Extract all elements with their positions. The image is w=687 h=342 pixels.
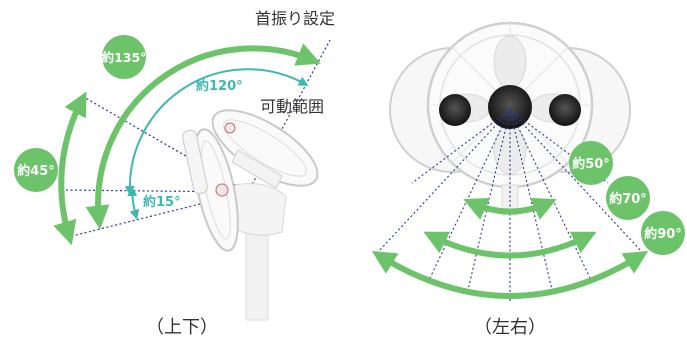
arc-120	[124, 68, 309, 196]
arc-15	[127, 186, 140, 220]
svg-text:約45°: 約45°	[17, 163, 55, 179]
caption-leftright: （左右）	[474, 317, 546, 338]
badge-135: 約135°	[102, 35, 147, 79]
arc-90	[371, 250, 649, 299]
badge-70: 約70°	[606, 176, 650, 220]
label-15: 約15°	[143, 194, 181, 210]
badge-90: 約90°	[641, 211, 685, 255]
swing-diagram: 約50° 約70° 約90° （左右）	[371, 21, 685, 338]
caption-updown: （上下）	[146, 317, 218, 338]
badge-50: 約50°	[569, 141, 613, 185]
label-120: 約120°	[196, 78, 243, 94]
label-movable-range: 可動範囲	[260, 97, 324, 116]
svg-text:約135°: 約135°	[102, 50, 147, 65]
svg-text:約50°: 約50°	[572, 156, 610, 172]
badge-45: 約45°	[14, 148, 58, 192]
label-neck-swing: 首振り設定	[255, 9, 335, 28]
arc-50	[463, 197, 557, 220]
arc-45	[53, 91, 87, 246]
svg-text:約70°: 約70°	[609, 191, 647, 207]
tilt-diagram: 首振り設定 可動範囲 約135° 約45° 約120° 約15° （上下）	[14, 9, 335, 338]
fan-heads	[389, 21, 631, 216]
svg-text:約90°: 約90°	[644, 226, 682, 242]
